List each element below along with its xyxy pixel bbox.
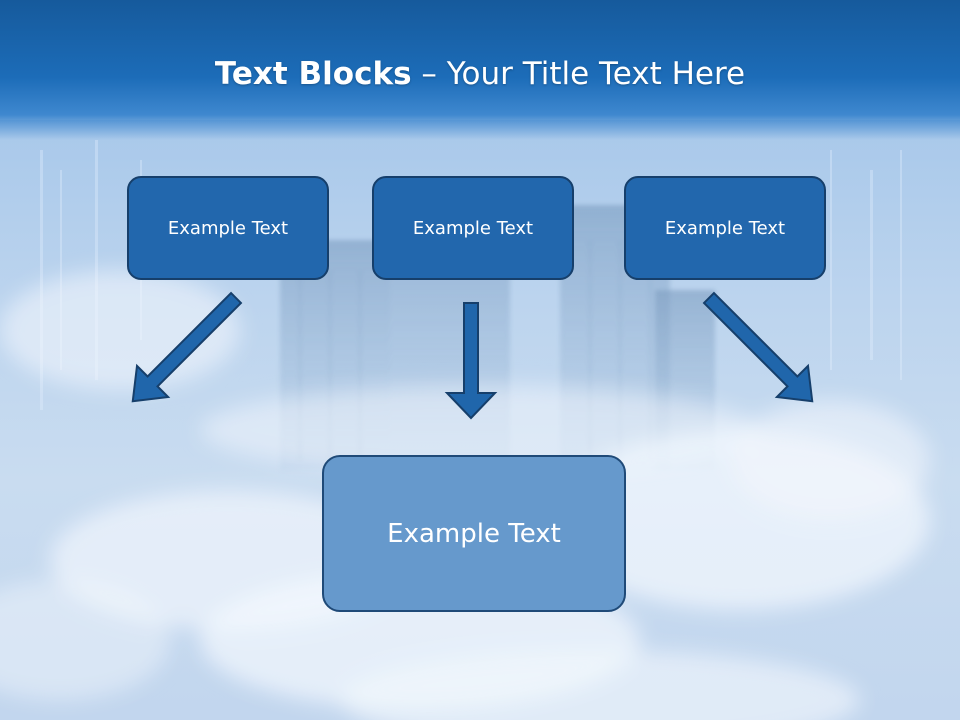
slide-title: Text Blocks – Your Title Text Here	[0, 52, 960, 96]
arrow-center-down	[444, 302, 498, 420]
arrow-right-diagonal	[702, 291, 814, 403]
header-band	[0, 0, 960, 140]
main-text-block-label: Example Text	[387, 518, 561, 549]
main-text-block: Example Text	[322, 455, 626, 612]
text-block-left-label: Example Text	[167, 217, 289, 239]
text-block-right-label: Example Text	[664, 217, 786, 239]
text-block-left: Example Text	[127, 176, 329, 280]
text-block-center-label: Example Text	[412, 217, 534, 239]
title-rest-part: – Your Title Text Here	[411, 56, 746, 92]
title-bold-part: Text Blocks	[214, 56, 412, 92]
text-block-center: Example Text	[372, 176, 574, 280]
text-block-right: Example Text	[624, 176, 826, 280]
arrow-left-diagonal	[131, 291, 243, 403]
